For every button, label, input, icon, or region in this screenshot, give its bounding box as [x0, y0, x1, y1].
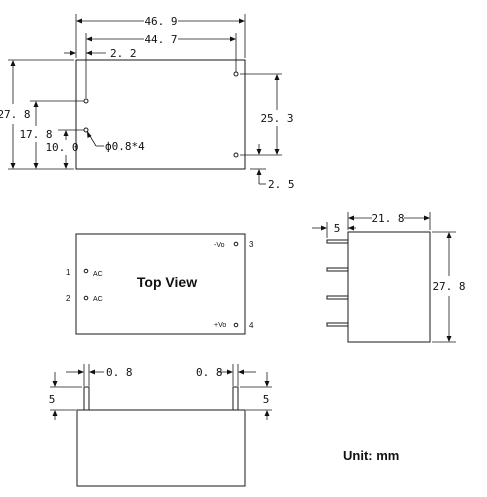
arrowhead [446, 232, 452, 238]
module-outline-top [75, 59, 246, 170]
dim-pin-length-left: 5 [49, 393, 56, 406]
module-outline-pinview [75, 233, 246, 335]
pin-marker [83, 268, 89, 274]
top-view-title: Top View [137, 274, 197, 290]
side-view: 21. 8 5 27. 8 [312, 212, 466, 343]
arrowhead [89, 369, 95, 375]
arrowhead [321, 225, 327, 231]
dim-edge-offset: 2. 2 [110, 47, 137, 60]
pin-hole [233, 71, 239, 77]
arrowhead [238, 369, 244, 375]
arrowhead [256, 149, 262, 155]
dim-pin-span: 44. 7 [144, 33, 177, 46]
arrowhead [70, 50, 76, 56]
arrowhead [227, 369, 233, 375]
pin-hole [83, 127, 89, 133]
arrowhead [256, 169, 262, 175]
arrowhead [87, 131, 92, 138]
arrowhead [230, 36, 236, 42]
pin-marker [83, 295, 89, 301]
arrowhead [239, 18, 245, 24]
module-outline-front [76, 409, 246, 487]
arrowhead [33, 101, 39, 107]
arrowhead [348, 225, 354, 231]
arrowhead [424, 215, 430, 221]
pin-number: 3 [249, 240, 254, 249]
front-pin [232, 386, 239, 411]
side-pin [326, 239, 349, 244]
dim-pin-height-17: 17. 8 [19, 128, 52, 141]
arrowhead [264, 410, 270, 416]
dim-pin-length: 5 [334, 222, 341, 235]
top-dimension-view: 46. 9 44. 7 2. 2 27. 8 17. 8 [0, 14, 295, 191]
pin-label: -Vo [214, 242, 225, 249]
pin-marker [233, 241, 239, 247]
dim-pin-height-10: 10. 0 [45, 141, 78, 154]
arrowhead [274, 149, 280, 155]
arrowhead [10, 163, 16, 169]
arrowhead [264, 381, 270, 387]
dim-height: 27. 8 [0, 108, 31, 121]
arrowhead [52, 410, 58, 416]
side-pin [326, 267, 349, 272]
dim-output-pin-spacing: 25. 3 [260, 112, 293, 125]
arrowhead [86, 50, 92, 56]
pin-hole [83, 98, 89, 104]
pin-marker [233, 322, 239, 328]
dim-pin-diameter: ф0.8*4 [105, 140, 145, 153]
front-view: 0. 8 0. 8 5 5 [49, 364, 272, 487]
pin-number: 1 [66, 268, 71, 277]
arrowhead [63, 163, 69, 169]
pin-top-view: Top View 1 AC 2 AC -Vo 3 +Vo 4 [66, 233, 254, 335]
pin-label: AC [93, 296, 103, 303]
dim-pin-width-right: 0. 8 [196, 366, 223, 379]
dim-output-edge-offset: 2. 5 [268, 178, 295, 191]
arrowhead [63, 130, 69, 136]
pin-label: +Vo [214, 322, 226, 329]
module-outline-side [347, 231, 431, 343]
pin-label: AC [93, 271, 103, 278]
dim-pin-width-left: 0. 8 [106, 366, 133, 379]
arrowhead [76, 18, 82, 24]
dim-overall-length: 46. 9 [144, 15, 177, 28]
front-pin [83, 386, 90, 411]
arrowhead [446, 336, 452, 342]
side-pin [326, 295, 349, 300]
arrowhead [86, 36, 92, 42]
arrowhead [10, 60, 16, 66]
arrowhead [78, 369, 84, 375]
arrowhead [348, 215, 354, 221]
arrowhead [52, 381, 58, 387]
dim-side-height: 27. 8 [432, 280, 465, 293]
pin-number: 2 [66, 294, 71, 303]
arrowhead [274, 74, 280, 80]
arrowhead [33, 163, 39, 169]
unit-label: Unit: mm [343, 448, 399, 463]
side-pin [326, 322, 349, 327]
pin-number: 4 [249, 321, 254, 330]
dim-depth: 21. 8 [371, 212, 404, 225]
pin-hole [233, 152, 239, 158]
dim-pin-length-right: 5 [263, 393, 270, 406]
